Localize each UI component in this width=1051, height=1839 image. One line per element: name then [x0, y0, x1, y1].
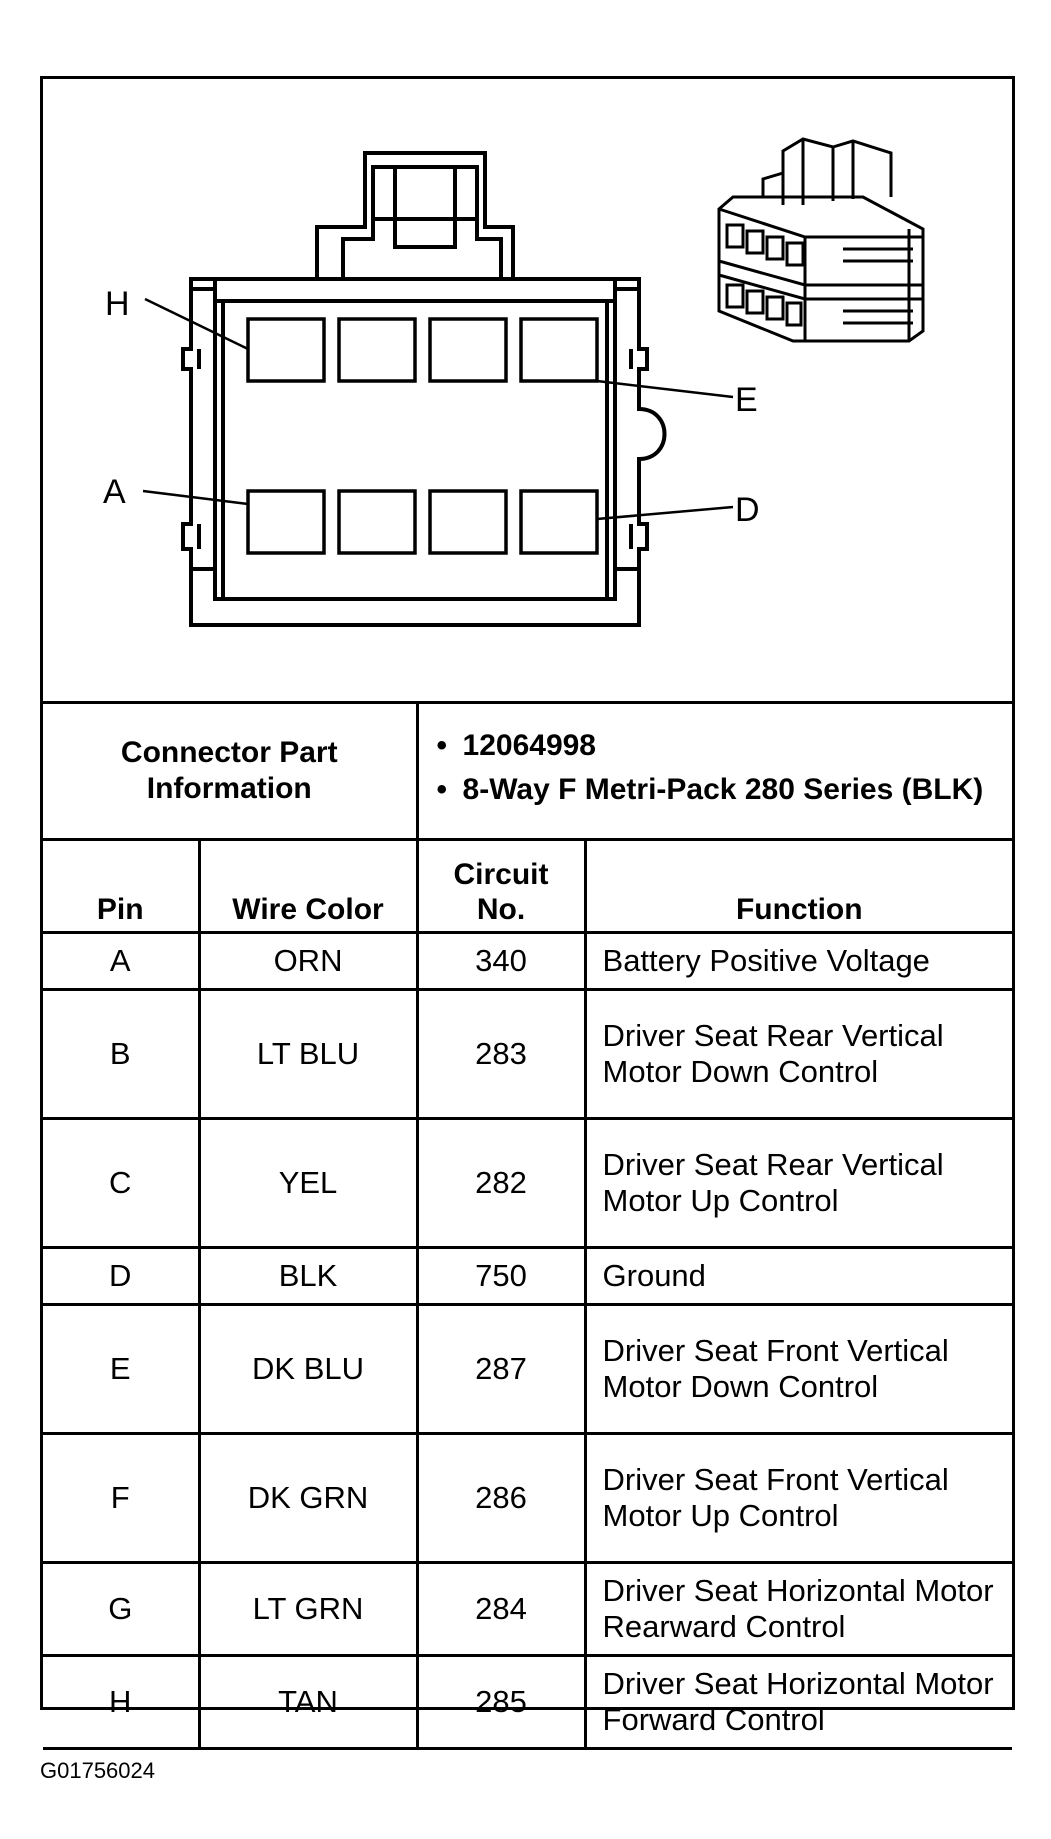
- connector-body: [181, 151, 667, 627]
- wire-color-cell: ORN: [197, 931, 419, 991]
- callout-e: E: [735, 381, 758, 419]
- table-row: C YEL 282 Driver Seat Rear Vertical Moto…: [43, 1117, 1013, 1249]
- connector-part-info-row: Connector Part Information 12064998 8-Wa…: [43, 701, 1013, 841]
- circuit-cell: 750: [415, 1246, 587, 1306]
- wire-color-cell: BLK: [197, 1246, 419, 1306]
- circuit-cell: 286: [415, 1432, 587, 1564]
- callout-d: D: [735, 491, 760, 529]
- header-pin: Pin: [43, 838, 201, 934]
- cavity-g: [337, 317, 417, 383]
- pin-cell: D: [43, 1246, 201, 1306]
- table-header-row: Pin Wire Color Circuit No. Function: [43, 838, 1013, 934]
- header-function: Function: [583, 838, 1013, 934]
- callout-leaders: [142, 297, 734, 521]
- function-cell: Ground: [583, 1246, 1013, 1306]
- circuit-cell: 285: [415, 1654, 587, 1750]
- connector-iso-view: [717, 137, 925, 343]
- pin-cell: C: [43, 1117, 201, 1249]
- pin-cell: E: [43, 1303, 201, 1435]
- leader-d: [596, 505, 734, 521]
- cavity-h: [246, 317, 326, 383]
- pin-cell: B: [43, 988, 201, 1120]
- table-row: A ORN 340 Battery Positive Voltage: [43, 931, 1013, 991]
- function-cell: Driver Seat Rear Vertical Motor Up Contr…: [583, 1117, 1013, 1249]
- table-row: F DK GRN 286 Driver Seat Front Vertical …: [43, 1432, 1013, 1564]
- document-frame: H E A D: [40, 76, 1015, 1750]
- header-circuit-no: Circuit No.: [415, 838, 587, 934]
- leader-a: [142, 489, 249, 506]
- connector-diagram: H E A D: [43, 79, 1012, 701]
- table-row: E DK BLU 287 Driver Seat Front Vertical …: [43, 1303, 1013, 1435]
- wire-color-cell: TAN: [197, 1654, 419, 1750]
- header-wire-color: Wire Color: [197, 838, 419, 934]
- connector-face-drawing: H E A D: [103, 137, 925, 627]
- cavity-f: [428, 317, 508, 383]
- wire-color-cell: LT BLU: [197, 988, 419, 1120]
- pin-cavities: [246, 317, 599, 555]
- connector-type: 8-Way F Metri-Pack 280 Series (BLK): [427, 773, 1013, 807]
- table-row: D BLK 750 Ground: [43, 1246, 1013, 1306]
- circuit-cell: 287: [415, 1303, 587, 1435]
- figure-id: G01756024: [40, 1758, 155, 1783]
- pin-cell: A: [43, 931, 201, 991]
- pin-cell: G: [43, 1561, 201, 1657]
- wire-color-cell: YEL: [197, 1117, 419, 1249]
- connector-part-info-label: Connector Part Information: [43, 701, 419, 841]
- function-cell: Driver Seat Front Vertical Motor Up Cont…: [583, 1432, 1013, 1564]
- wire-color-cell: DK BLU: [197, 1303, 419, 1435]
- table-row: G LT GRN 284 Driver Seat Horizontal Moto…: [43, 1561, 1013, 1657]
- connector-part-number: 12064998: [427, 729, 1013, 763]
- table-row: B LT BLU 283 Driver Seat Rear Vertical M…: [43, 988, 1013, 1120]
- callout-a: A: [103, 473, 126, 511]
- cavity-d: [519, 489, 599, 555]
- function-cell: Battery Positive Voltage: [583, 931, 1013, 991]
- circuit-cell: 284: [415, 1561, 587, 1657]
- circuit-cell: 282: [415, 1117, 587, 1249]
- wire-color-cell: LT GRN: [197, 1561, 419, 1657]
- function-cell: Driver Seat Front Vertical Motor Down Co…: [583, 1303, 1013, 1435]
- circuit-cell: 283: [415, 988, 587, 1120]
- callout-h: H: [105, 285, 130, 323]
- cavity-b: [337, 489, 417, 555]
- pin-cell: F: [43, 1432, 201, 1564]
- leader-e: [596, 379, 734, 399]
- wire-color-cell: DK GRN: [197, 1432, 419, 1564]
- cavity-e: [519, 317, 599, 383]
- leader-h: [144, 297, 249, 351]
- function-cell: Driver Seat Horizontal Motor Rearward Co…: [583, 1561, 1013, 1657]
- function-cell: Driver Seat Horizontal Motor Forward Con…: [583, 1654, 1013, 1750]
- pin-cell: H: [43, 1654, 201, 1750]
- function-cell: Driver Seat Rear Vertical Motor Down Con…: [583, 988, 1013, 1120]
- cavity-c: [428, 489, 508, 555]
- cavity-a: [246, 489, 326, 555]
- connector-pinout-table: Connector Part Information 12064998 8-Wa…: [43, 701, 1013, 1750]
- table-row: H TAN 285 Driver Seat Horizontal Motor F…: [43, 1654, 1013, 1750]
- connector-part-info-values: 12064998 8-Way F Metri-Pack 280 Series (…: [415, 701, 1013, 841]
- circuit-cell: 340: [415, 931, 587, 991]
